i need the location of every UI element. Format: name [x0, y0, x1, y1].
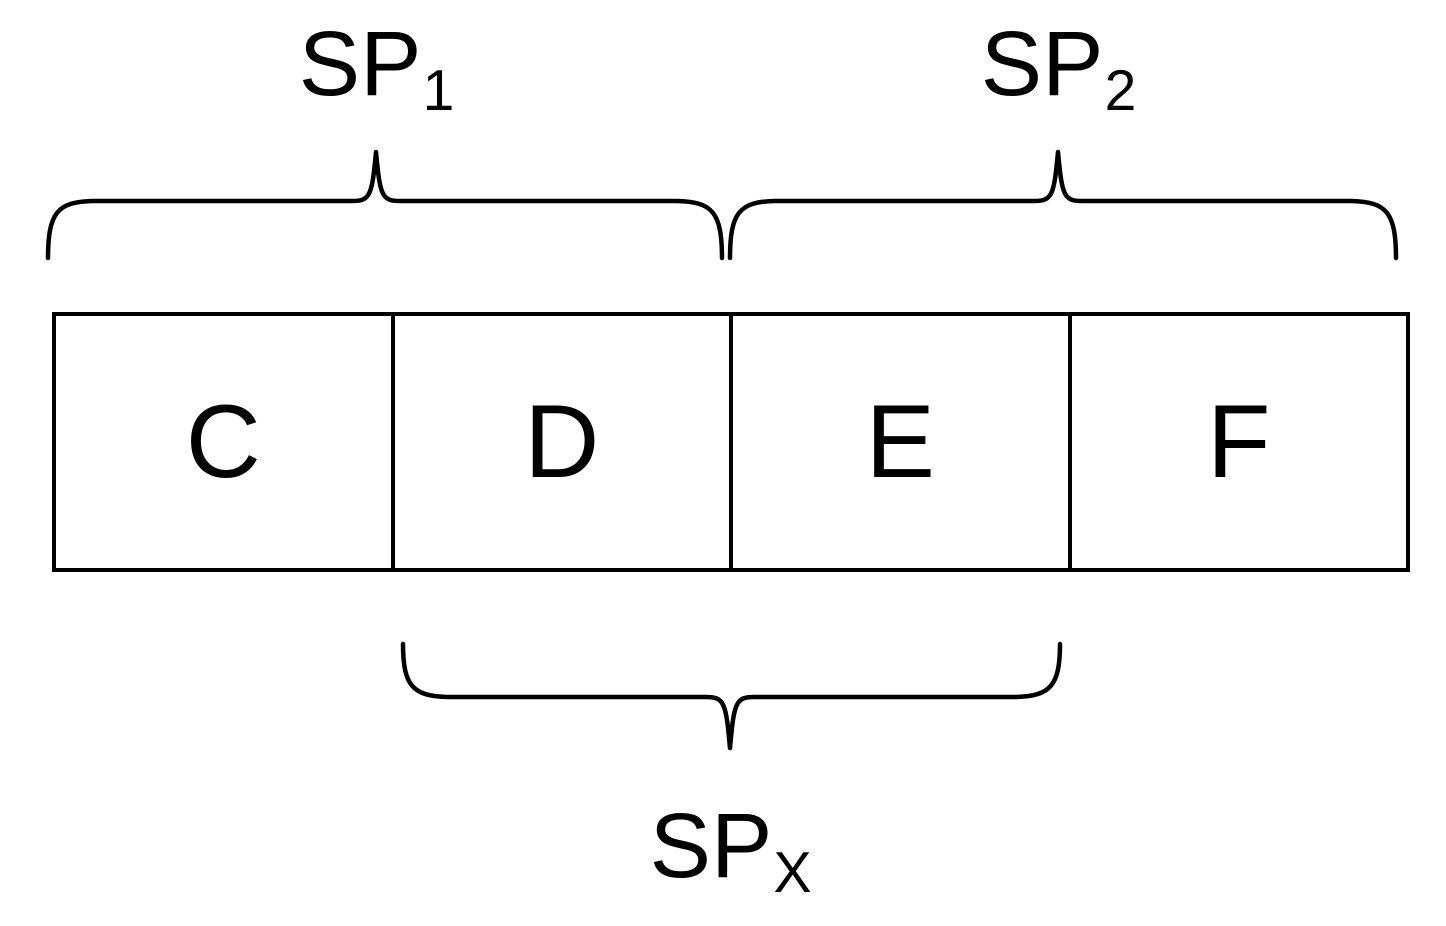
brace-spx-path [400, 641, 1063, 751]
segment-cell-c: C [56, 316, 395, 568]
segment-cell-d: D [395, 316, 733, 568]
segment-cell-e: E [733, 316, 1072, 568]
bracket-label-sp2-name: SP [980, 13, 1104, 115]
segment-cell-f-label: F [1206, 384, 1271, 500]
bracket-label-sp2: SP2 [981, 18, 1137, 119]
bracket-label-sp1-name: SP [298, 13, 422, 115]
segment-cell-e-label: E [865, 384, 935, 500]
bracket-label-sp1-subscript: 1 [422, 58, 455, 123]
bracket-label-sp1: SP1 [299, 18, 455, 119]
bracket-label-spx-subscript: X [773, 840, 812, 905]
brace-sp1-path [45, 149, 725, 261]
segment-cell-c-label: C [185, 384, 261, 500]
segment-cell-d-label: D [524, 384, 600, 500]
bracket-label-spx-name: SP [649, 795, 773, 897]
segment-box: C D E F [52, 312, 1410, 572]
brace-sp2-path [727, 149, 1399, 261]
bracket-label-sp2-subscript: 2 [1104, 58, 1137, 123]
bracket-label-spx: SPX [650, 800, 812, 901]
segment-cell-f: F [1072, 316, 1407, 568]
